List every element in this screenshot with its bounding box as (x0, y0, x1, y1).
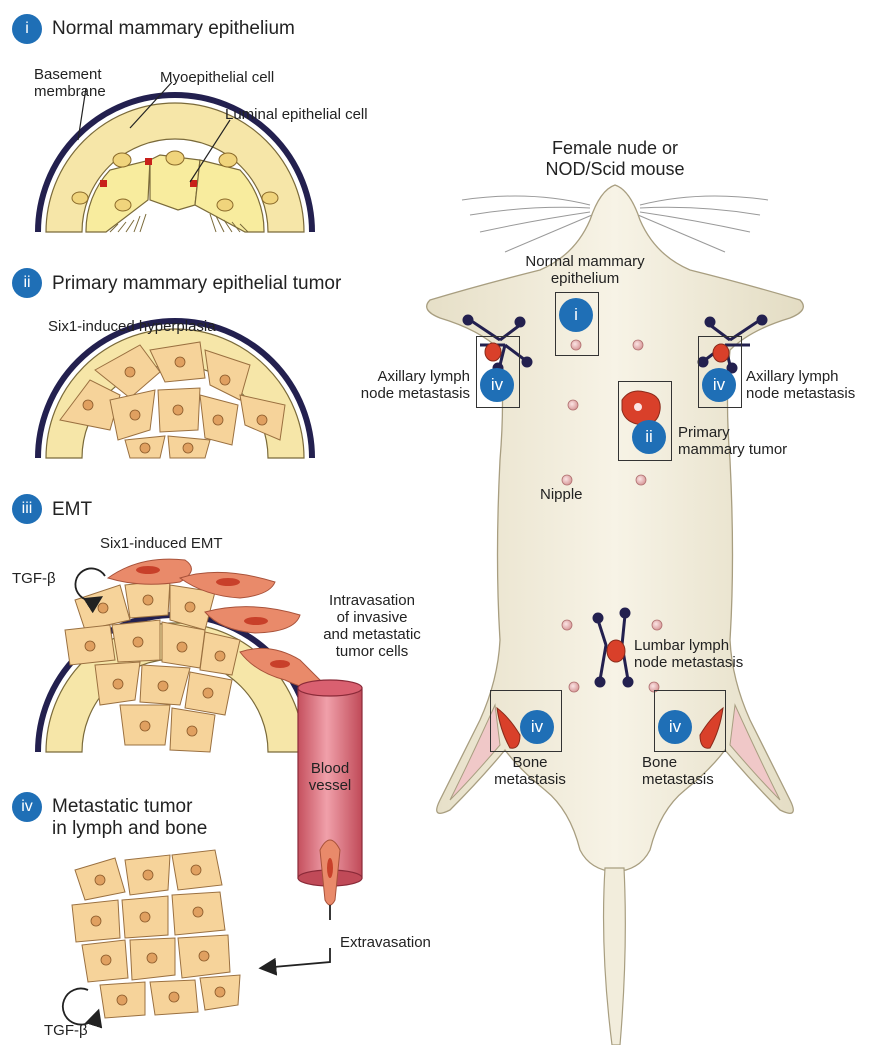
normal-line2: epithelium (510, 270, 660, 287)
bone-left-line1: Bone (480, 754, 580, 771)
intravasation-label: Intravasation of invasive and metastatic… (292, 592, 452, 660)
basement-line2: membrane (34, 83, 106, 100)
blood-vessel-label: Blood vessel (298, 760, 362, 794)
extravasation-label: Extravasation (340, 934, 431, 951)
hyperplasia-illustration (38, 321, 312, 458)
six1-emt-label: Six1-induced EMT (100, 535, 223, 552)
badge-mouse-iv-axillary-left: iv (480, 368, 514, 402)
lumbar-line2: node metastasis (634, 654, 743, 671)
axillary-left-line1: Axillary lymph (358, 368, 470, 385)
panel-ii-title: Primary mammary epithelial tumor (52, 273, 341, 295)
mouse-title: Female nude or NOD/Scid mouse (500, 138, 730, 180)
luminal-label: Luminal epithelial cell (225, 106, 368, 123)
badge-mouse-i: i (559, 298, 593, 332)
badge-ii: ii (12, 268, 42, 298)
blood-line2: vessel (298, 777, 362, 794)
lumbar-line1: Lumbar lymph (634, 637, 743, 654)
tgf-beta-top-label: TGF-β (12, 570, 56, 587)
axillary-left-line2: node metastasis (358, 385, 470, 402)
badge-iii: iii (12, 494, 42, 524)
normal-line1: Normal mammary (510, 253, 660, 270)
bone-right-label: Bone metastasis (642, 754, 714, 788)
basement-line1: Basement (34, 66, 106, 83)
panel-iv-title-line1: Metastatic tumor (52, 796, 207, 818)
axillary-left-label: Axillary lymph node metastasis (358, 368, 470, 402)
mouse-title-line2: NOD/Scid mouse (500, 159, 730, 180)
emt-illustration (38, 559, 330, 752)
lumbar-label: Lumbar lymph node metastasis (634, 637, 743, 671)
bone-right-line1: Bone (642, 754, 714, 771)
mouse-illustration (427, 185, 804, 1045)
badge-i: i (12, 14, 42, 44)
intra-line1: Intravasation (292, 592, 452, 609)
badge-mouse-iv-bone-right: iv (658, 710, 692, 744)
intra-line4: tumor cells (292, 643, 452, 660)
myoepithelial-label: Myoepithelial cell (160, 69, 274, 86)
axillary-right-line2: node metastasis (746, 385, 855, 402)
badge-mouse-ii: ii (632, 420, 666, 454)
normal-epithelium-label: Normal mammary epithelium (510, 253, 660, 287)
hyperplasia-label: Six1-induced hyperplasia (48, 318, 216, 335)
bone-left-label: Bone metastasis (480, 754, 580, 788)
panel-iv-title-line2: in lymph and bone (52, 818, 207, 840)
blood-line1: Blood (298, 760, 362, 777)
badge-mouse-iv-axillary-right: iv (702, 368, 736, 402)
panel-iv-title: Metastatic tumor in lymph and bone (52, 796, 207, 840)
panel-iii-title: EMT (52, 499, 92, 521)
primary-tumor-label: Primary mammary tumor (678, 424, 787, 458)
axillary-right-line1: Axillary lymph (746, 368, 855, 385)
intra-line2: of invasive (292, 609, 452, 626)
tgf-beta-bottom-label: TGF-β (44, 1022, 88, 1039)
badge-iv: iv (12, 792, 42, 822)
bone-left-line2: metastasis (480, 771, 580, 788)
mouse-title-line1: Female nude or (500, 138, 730, 159)
intra-line3: and metastatic (292, 626, 452, 643)
basement-membrane-label: Basement membrane (34, 66, 106, 100)
metastatic-cluster-illustration (63, 850, 240, 1025)
axillary-right-label: Axillary lymph node metastasis (746, 368, 855, 402)
bone-right-line2: metastasis (642, 771, 714, 788)
nipple-label: Nipple (540, 486, 583, 503)
primary-line2: mammary tumor (678, 441, 787, 458)
primary-line1: Primary (678, 424, 787, 441)
normal-epithelium-illustration (38, 82, 312, 232)
badge-mouse-iv-bone-left: iv (520, 710, 554, 744)
panel-i-title: Normal mammary epithelium (52, 18, 295, 40)
